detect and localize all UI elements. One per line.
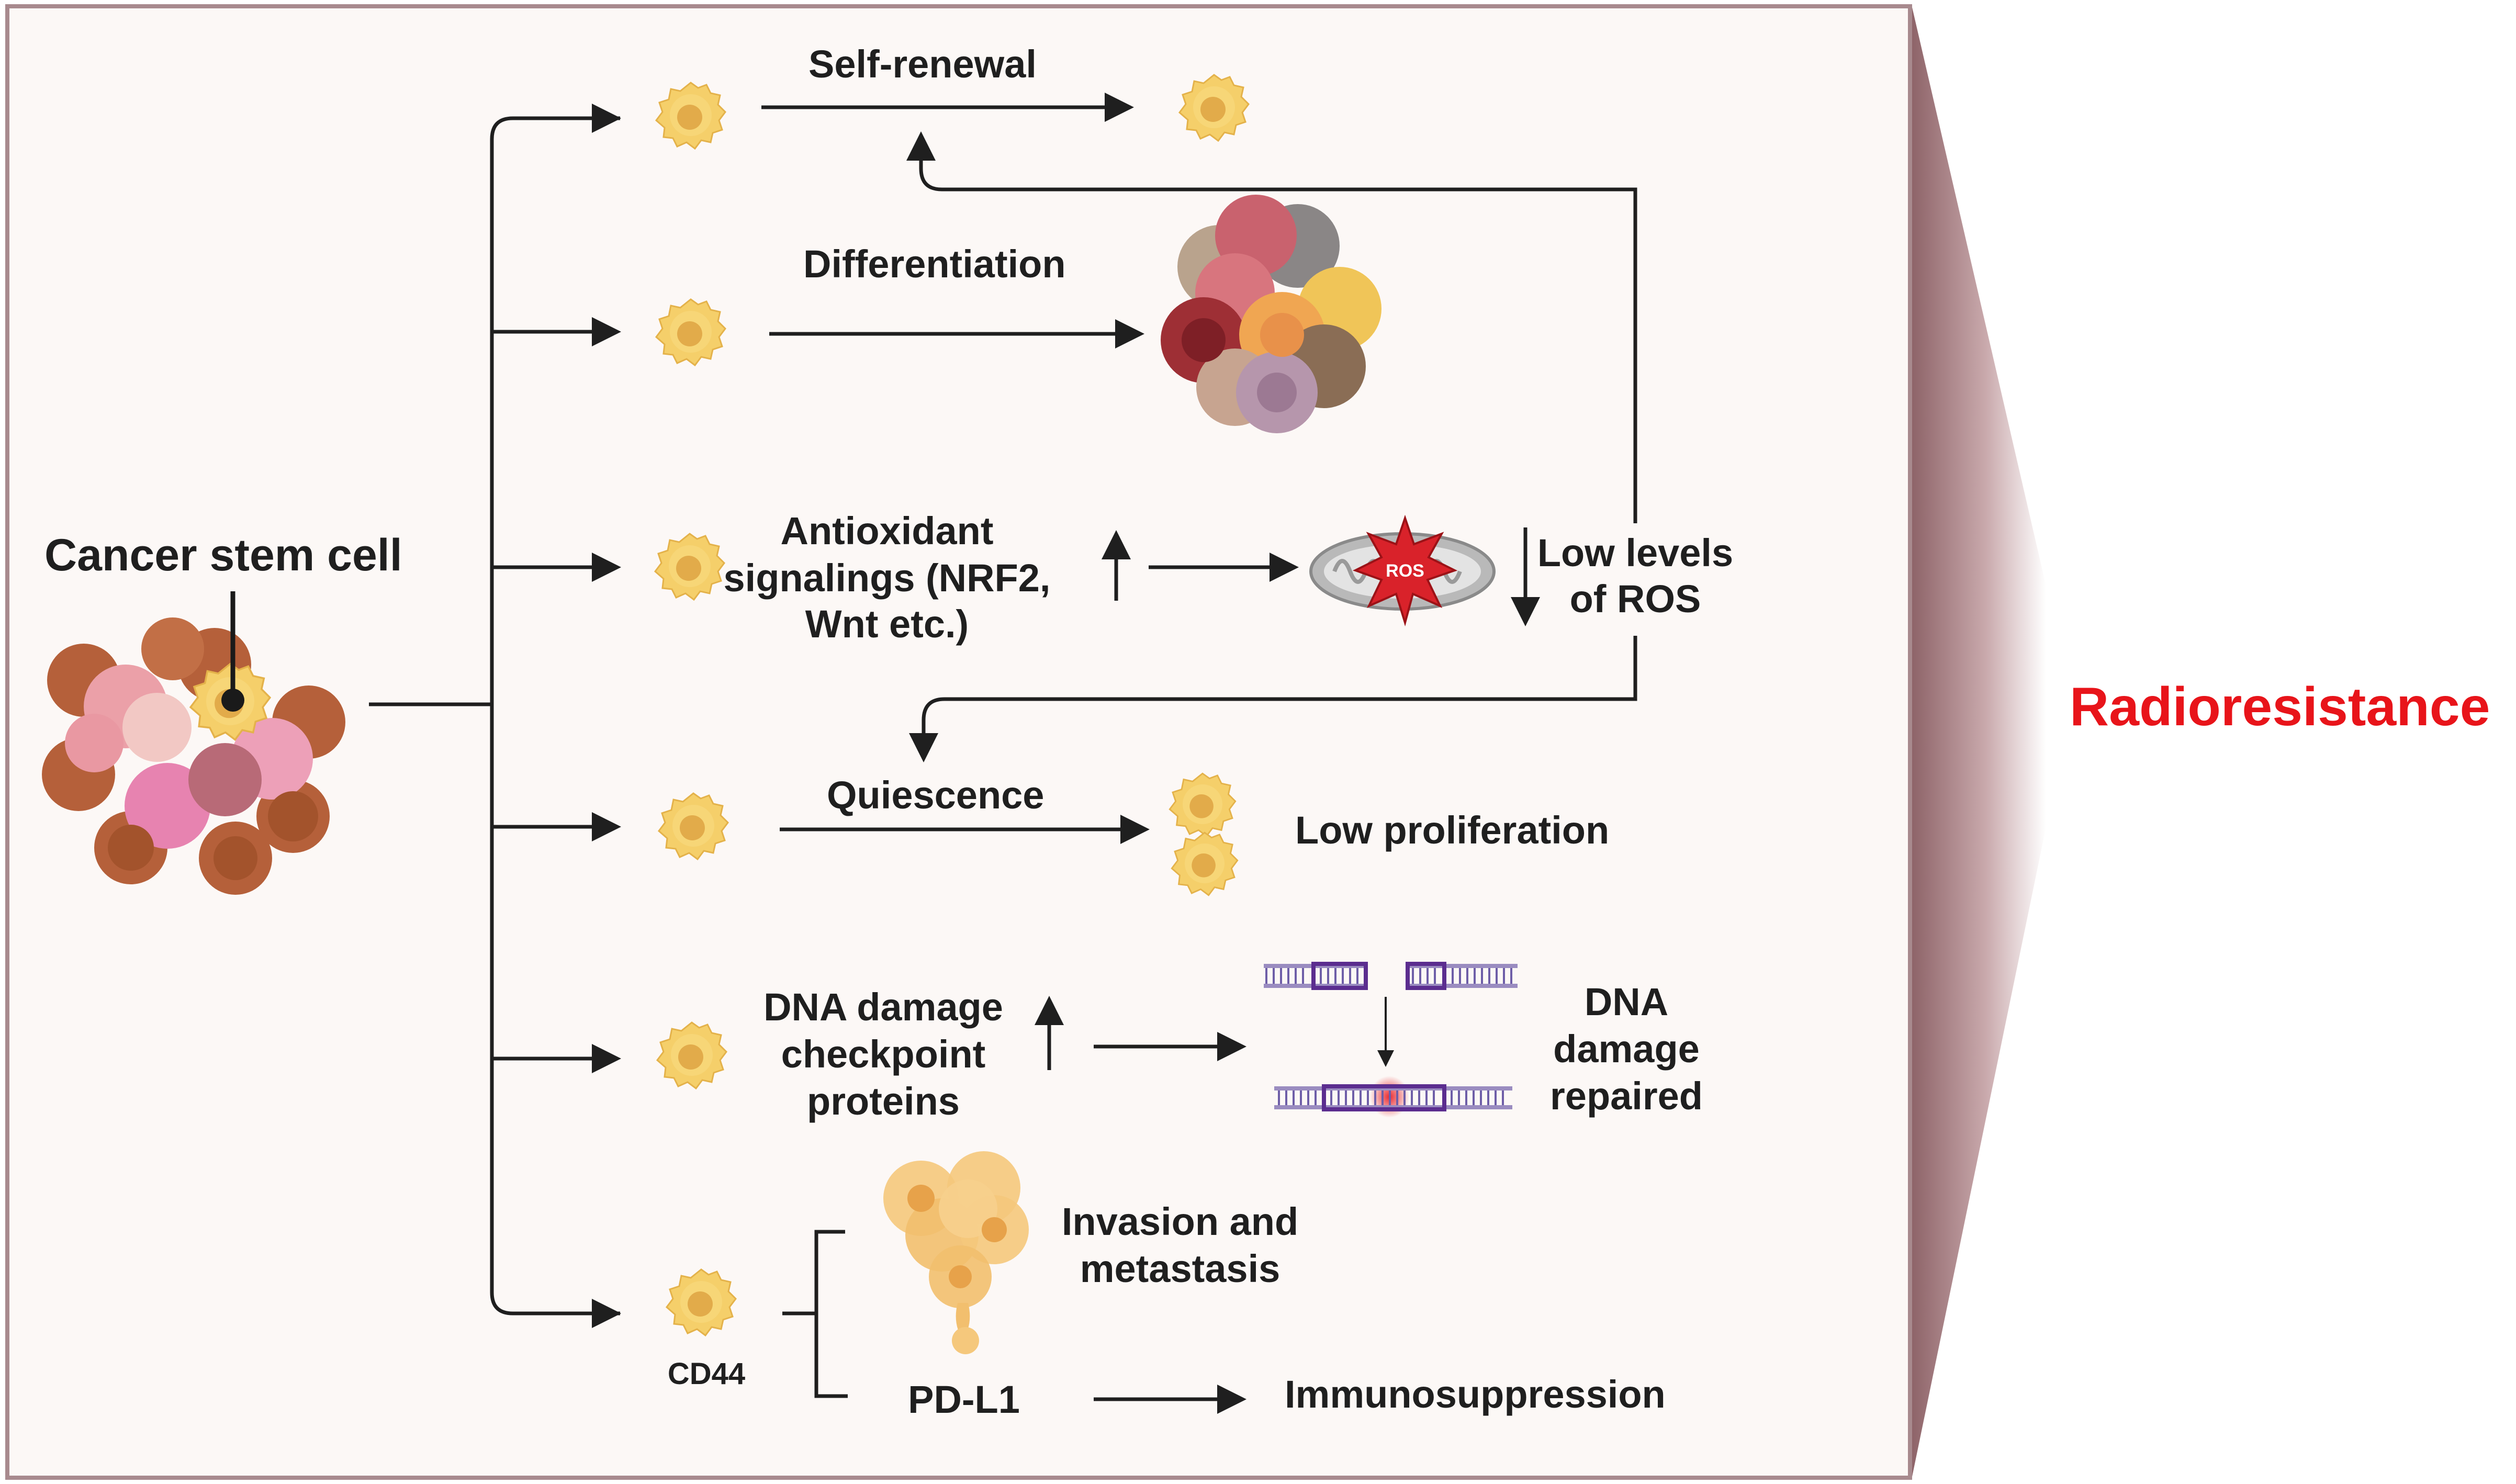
tumor-cluster-icon (42, 617, 345, 895)
ros-feedback-to-quiescence-arrow (909, 636, 1637, 762)
dna-repaired-label-line3: repaired (1550, 1074, 1703, 1118)
differentiated-tumor-cluster-icon (1161, 195, 1381, 433)
cancer-stem-cell-title: Cancer stem cell (44, 530, 402, 580)
repaired-dna-icon (1274, 1076, 1512, 1118)
ros-badge-label: ROS (1386, 561, 1424, 581)
differentiation-label: Differentiation (803, 242, 1066, 286)
immunosuppression-label: Immunosuppression (1285, 1373, 1666, 1416)
antioxidant-label-line2: signalings (NRF2, (724, 556, 1051, 600)
quiescence-label: Quiescence (827, 773, 1044, 817)
invasion-label-line2: metastasis (1080, 1247, 1281, 1290)
funnel-shape (1912, 7, 2046, 1477)
antioxidant-label-line3: Wnt etc.) (805, 602, 969, 646)
invasion-cell-cluster-icon (883, 1151, 1029, 1354)
low-ros-label-line1: Low levels (1537, 531, 1733, 575)
low-proliferation-label: Low proliferation (1295, 808, 1609, 852)
self-renewal-label: Self-renewal (808, 42, 1037, 86)
dna-checkpoint-label-line3: proteins (807, 1080, 960, 1123)
branch-connectors (369, 116, 620, 1316)
invasion-label-line1: Invasion and (1062, 1200, 1298, 1243)
ros-burst-icon: ROS (1352, 514, 1458, 627)
cd44-split-bracket (782, 1230, 848, 1398)
antioxidant-label-line1: Antioxidant (781, 509, 994, 553)
dna-repaired-label-line1: DNA (1585, 980, 1668, 1024)
radioresistance-label: Radioresistance (2070, 677, 2490, 737)
dna-checkpoint-label-line2: checkpoint (781, 1032, 986, 1076)
dna-checkpoint-label-line1: DNA damage (763, 985, 1003, 1029)
branch-arrows (492, 104, 621, 1328)
pdl1-label: PD-L1 (908, 1378, 1020, 1421)
cd44-marker-label: CD44 (668, 1357, 745, 1391)
dna-repaired-label-line2: damage (1553, 1027, 1700, 1071)
broken-dna-icon (1264, 962, 1518, 990)
low-ros-label-line2: of ROS (1570, 577, 1701, 621)
ros-feedback-to-self-renewal-arrow (906, 131, 1637, 523)
